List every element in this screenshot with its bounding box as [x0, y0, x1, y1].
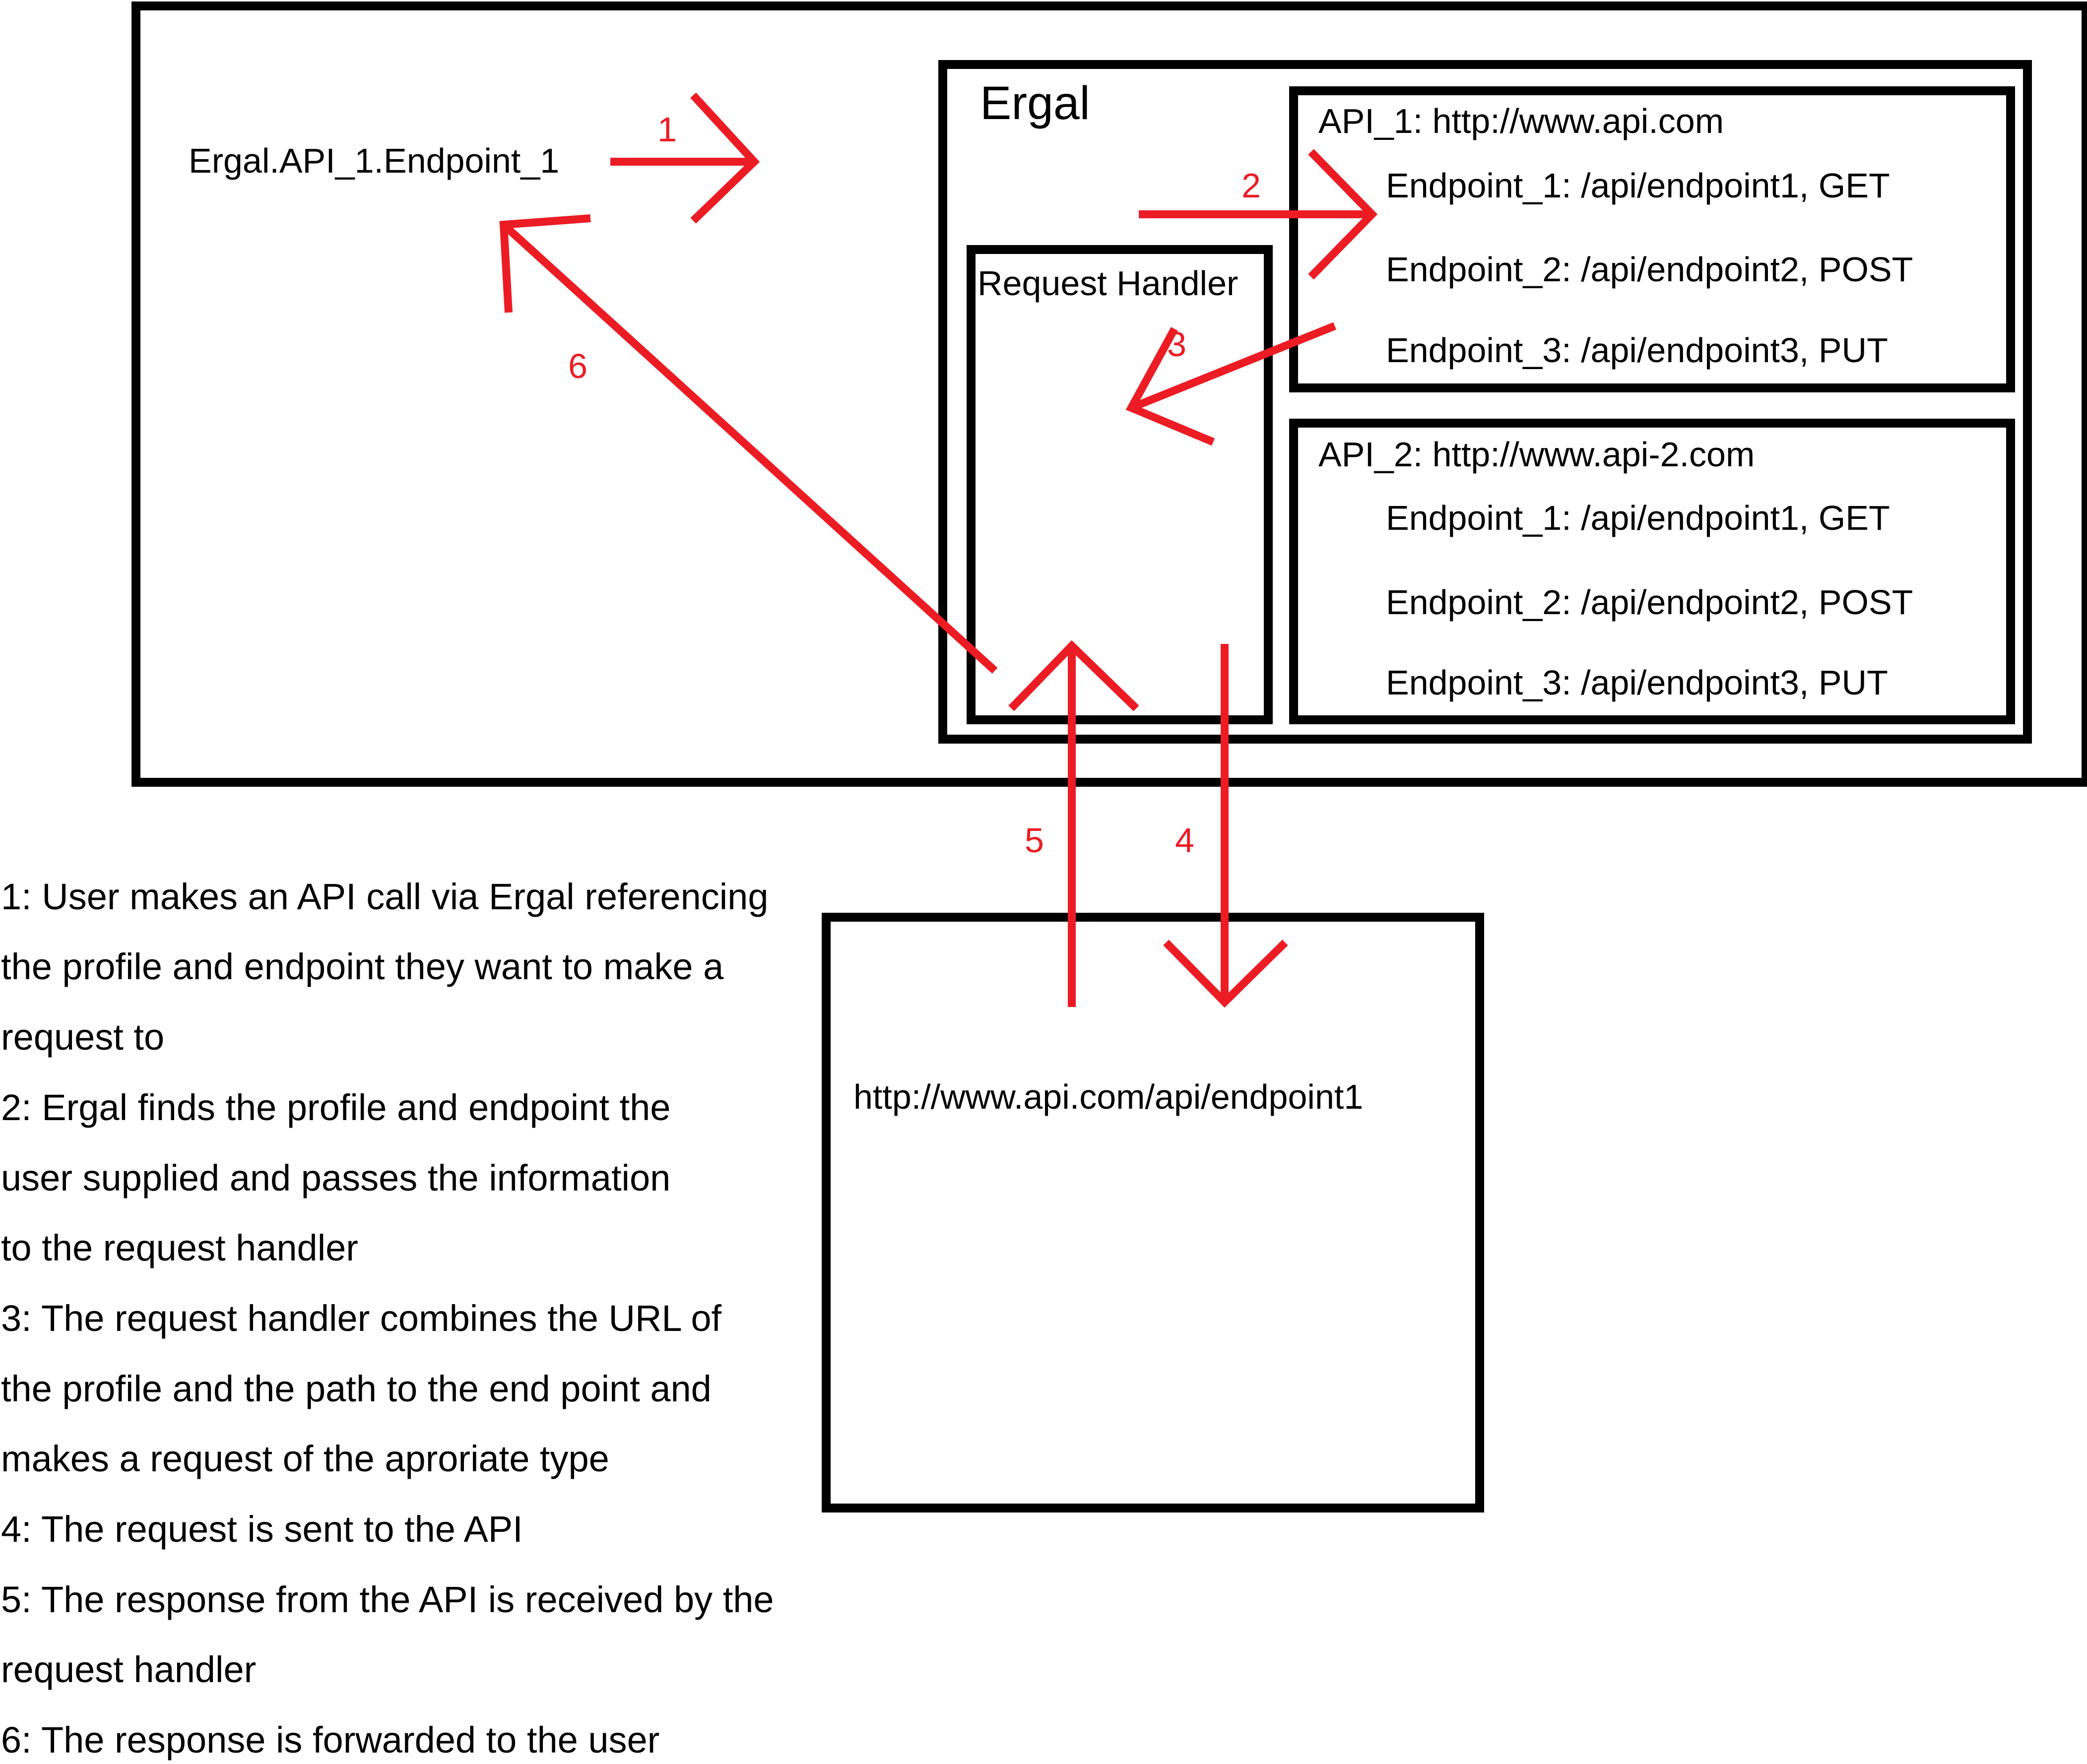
legend-line: request handler [1, 1649, 256, 1690]
api-1-endpoint-2: Endpoint_2: /api/endpoint2, POST [1386, 250, 1913, 289]
api-2-endpoint-3: Endpoint_3: /api/endpoint3, PUT [1386, 663, 1888, 702]
ergal-box [938, 60, 2032, 744]
request-handler-label: Request Handler [978, 264, 1238, 303]
step-number-4: 4 [1175, 821, 1194, 860]
legend-line: makes a request of the aproriate type [1, 1438, 609, 1479]
legend-line: 1: User makes an API call via Ergal refe… [1, 876, 768, 917]
legend-line: 5: The response from the API is received… [1, 1579, 774, 1620]
api-2-endpoint-2: Endpoint_2: /api/endpoint2, POST [1386, 583, 1913, 622]
step-number-3: 3 [1167, 325, 1186, 364]
api-1-header: API_1: http://www.api.com [1318, 102, 1724, 140]
api-1-endpoint-1: Endpoint_1: /api/endpoint1, GET [1386, 166, 1890, 205]
api-2-endpoint-1: Endpoint_1: /api/endpoint1, GET [1386, 499, 1890, 537]
arrow-step-2 [1139, 149, 1378, 280]
api-2-header: API_2: http://www.api-2.com [1318, 435, 1755, 474]
legend-line: to the request handler [1, 1227, 358, 1268]
legend-line: 3: The request handler combines the URL … [1, 1298, 722, 1339]
external-api-url: http://www.api.com/api/endpoint1 [853, 1077, 1363, 1116]
step-number-1: 1 [657, 110, 677, 149]
legend-line: the profile and the path to the end poin… [1, 1368, 712, 1409]
api-1-endpoint-3: Endpoint_3: /api/endpoint3, PUT [1386, 331, 1888, 370]
system-outer-box [131, 1, 2087, 787]
legend-line: request to [1, 1016, 164, 1058]
arrow-step-6 [499, 214, 998, 674]
legend-line: 2: Ergal finds the profile and endpoint … [1, 1087, 670, 1128]
legend-line: user supplied and passes the information [1, 1157, 670, 1198]
arrow-step-3 [1125, 322, 1336, 446]
legend-line: 4: The request is sent to the API [1, 1509, 523, 1550]
arrow-step-5 [1008, 640, 1139, 1007]
arrow-step-1 [610, 92, 760, 224]
ergal-title: Ergal [980, 77, 1090, 129]
legend: 1: User makes an API call via Ergal refe… [1, 876, 774, 1761]
call-expression: Ergal.API_1.Endpoint_1 [189, 141, 559, 180]
legend-line: the profile and endpoint they want to ma… [1, 946, 724, 987]
request-handler-box [967, 245, 1273, 724]
legend-line: 6: The response is forwarded to the user [1, 1719, 659, 1761]
api-1-profile-box [1289, 86, 2015, 392]
external-api-box [822, 913, 1484, 1512]
arrow-step-4 [1163, 644, 1288, 1008]
step-number-5: 5 [1025, 821, 1044, 860]
api-2-profile-box [1289, 419, 2015, 724]
step-number-6: 6 [568, 347, 587, 385]
step-number-2: 2 [1241, 166, 1261, 205]
